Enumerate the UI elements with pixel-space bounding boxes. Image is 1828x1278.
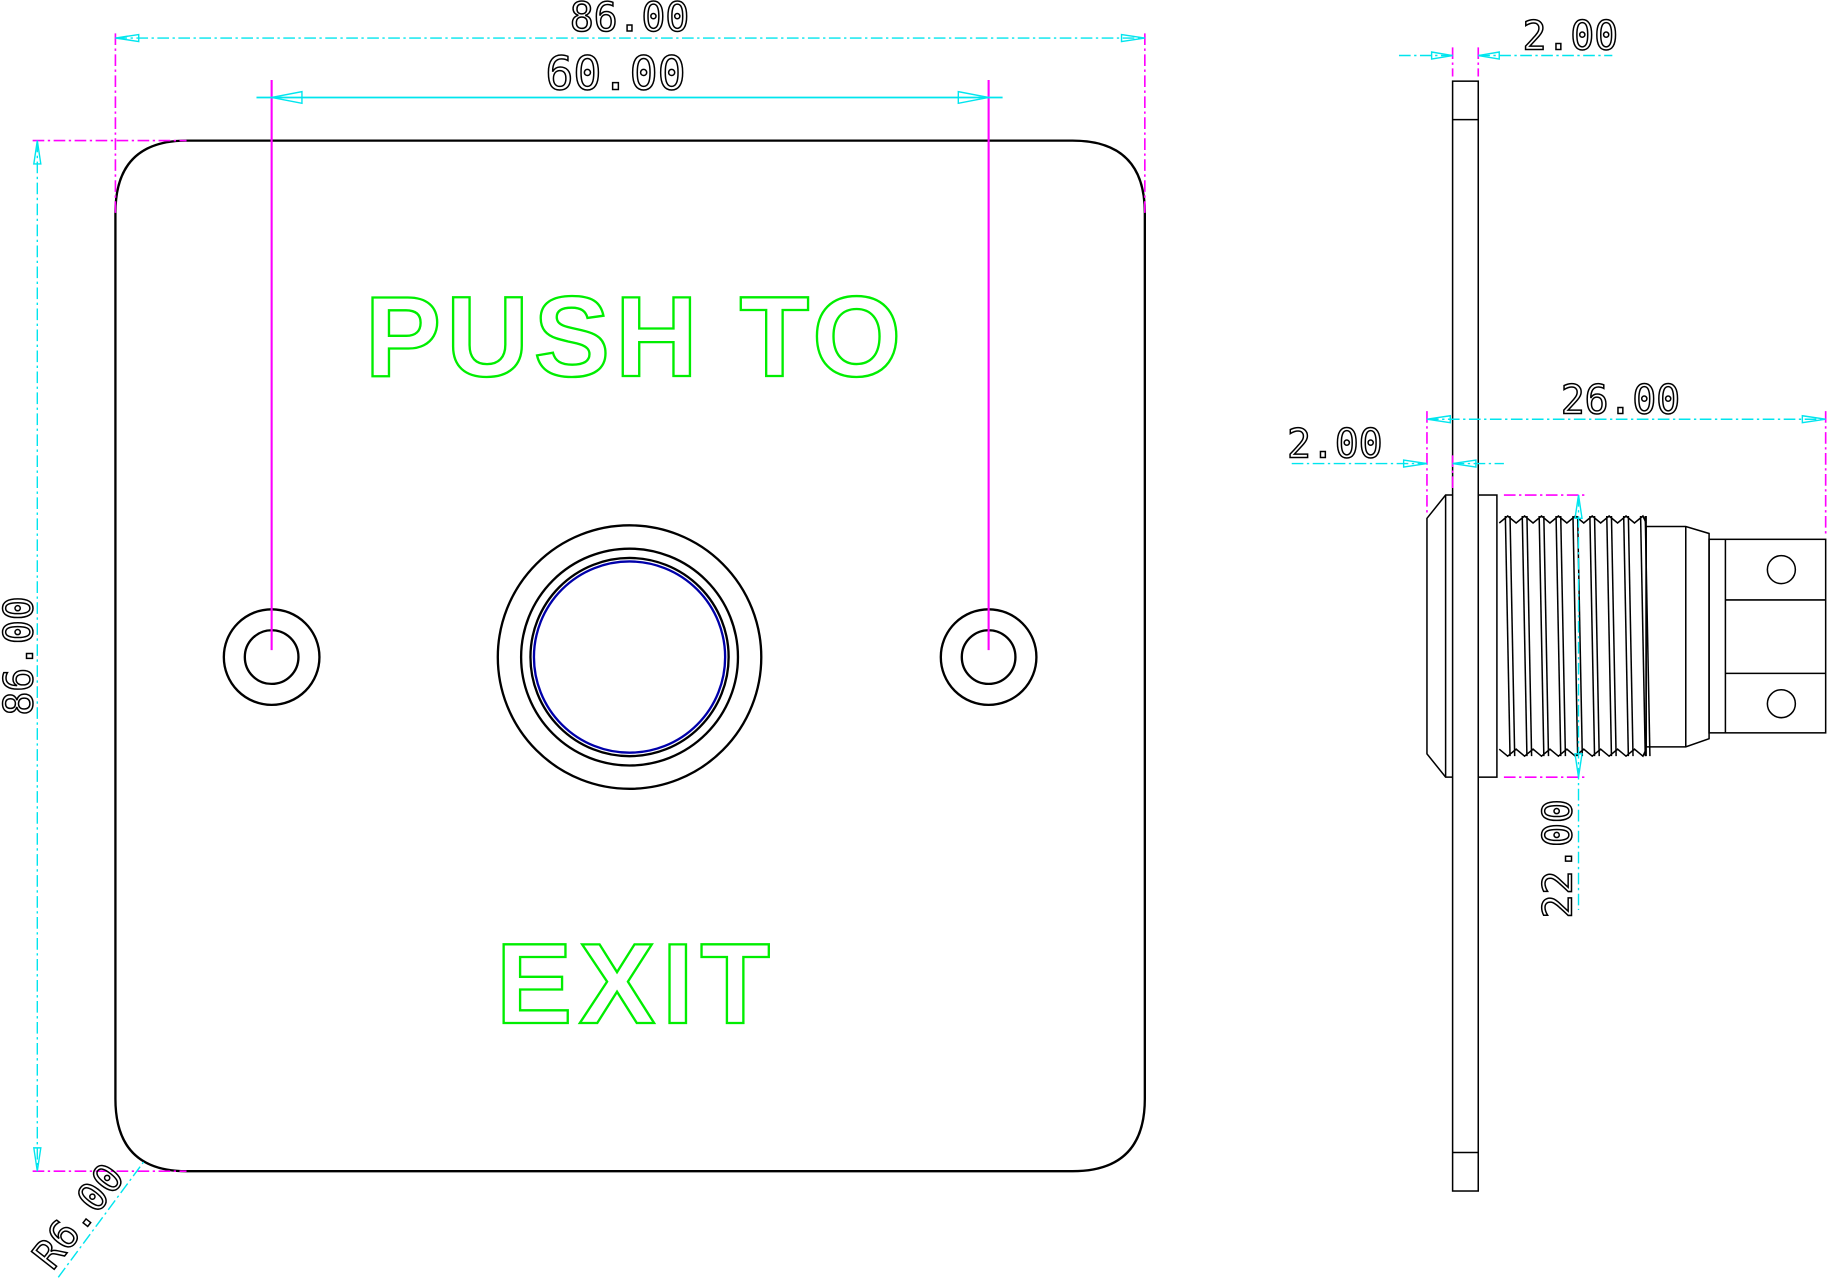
terminal-screw-icon — [1766, 554, 1797, 585]
radius-leader — [57, 1160, 146, 1278]
thread-diameter-text: 22.00 — [1536, 799, 1582, 918]
thread-line — [1606, 515, 1613, 757]
nut-profile — [1477, 494, 1498, 778]
thread-line — [1555, 515, 1562, 757]
engraving-push-to: PUSH TO — [365, 274, 901, 401]
body-profile — [1645, 525, 1710, 748]
thread-line — [1627, 515, 1634, 757]
total-depth-arrowheads — [1426, 414, 1826, 424]
faceplate-outline — [114, 139, 1146, 1173]
thread-line — [1526, 515, 1533, 757]
button-cap — [532, 560, 727, 754]
thread-profile — [1498, 514, 1651, 758]
thread-line — [1589, 515, 1596, 757]
button-ring — [529, 556, 730, 758]
bezel-profile — [1426, 494, 1453, 778]
thread-diameter-arrowheads — [1574, 494, 1583, 778]
thread-line — [1593, 515, 1600, 757]
thread-line — [1576, 515, 1584, 757]
plate-profile — [1451, 80, 1480, 1192]
side-view: 2.00 26.00 2.00 22.00 — [1286, 13, 1827, 1192]
terminal-block — [1708, 538, 1827, 734]
button-bezel-outer — [496, 524, 763, 790]
width-dimension-text: 86.00 — [570, 0, 689, 41]
thread-line — [1610, 515, 1617, 757]
width-arrowheads — [115, 33, 1145, 43]
thread-line — [1622, 515, 1630, 757]
radius-dimension-text: R6.00 — [24, 1155, 134, 1277]
thread-line — [1521, 515, 1528, 757]
thread-crest — [1498, 748, 1647, 758]
plate-thickness-text: 2.00 — [1523, 14, 1618, 60]
thread-line — [1543, 515, 1550, 757]
thread-line — [1572, 515, 1579, 757]
bezel-thickness-arrowheads — [1402, 459, 1477, 468]
terminal-screw-icon — [1766, 688, 1797, 719]
thread-line — [1538, 515, 1545, 757]
thread-line — [1509, 515, 1516, 757]
hole-spacing-dimension-text: 60.00 — [545, 46, 685, 100]
plate-thickness-arrowheads — [1430, 51, 1500, 60]
thread-line — [1504, 515, 1511, 757]
height-dimension-text: 86.00 — [0, 596, 43, 715]
total-depth-text: 26.00 — [1561, 377, 1680, 423]
hole-spacing-arrowheads — [271, 90, 989, 105]
thread-line — [1639, 515, 1647, 757]
thread-line — [1559, 515, 1567, 757]
front-view: PUSH TO EXIT 86.00 60.00 86.00 R6.00 — [0, 0, 1146, 1278]
button-bezel-inner — [519, 547, 740, 767]
height-arrowheads — [32, 140, 42, 1172]
engraving-exit: EXIT — [496, 921, 770, 1048]
bezel-thickness-text: 2.00 — [1287, 422, 1382, 468]
